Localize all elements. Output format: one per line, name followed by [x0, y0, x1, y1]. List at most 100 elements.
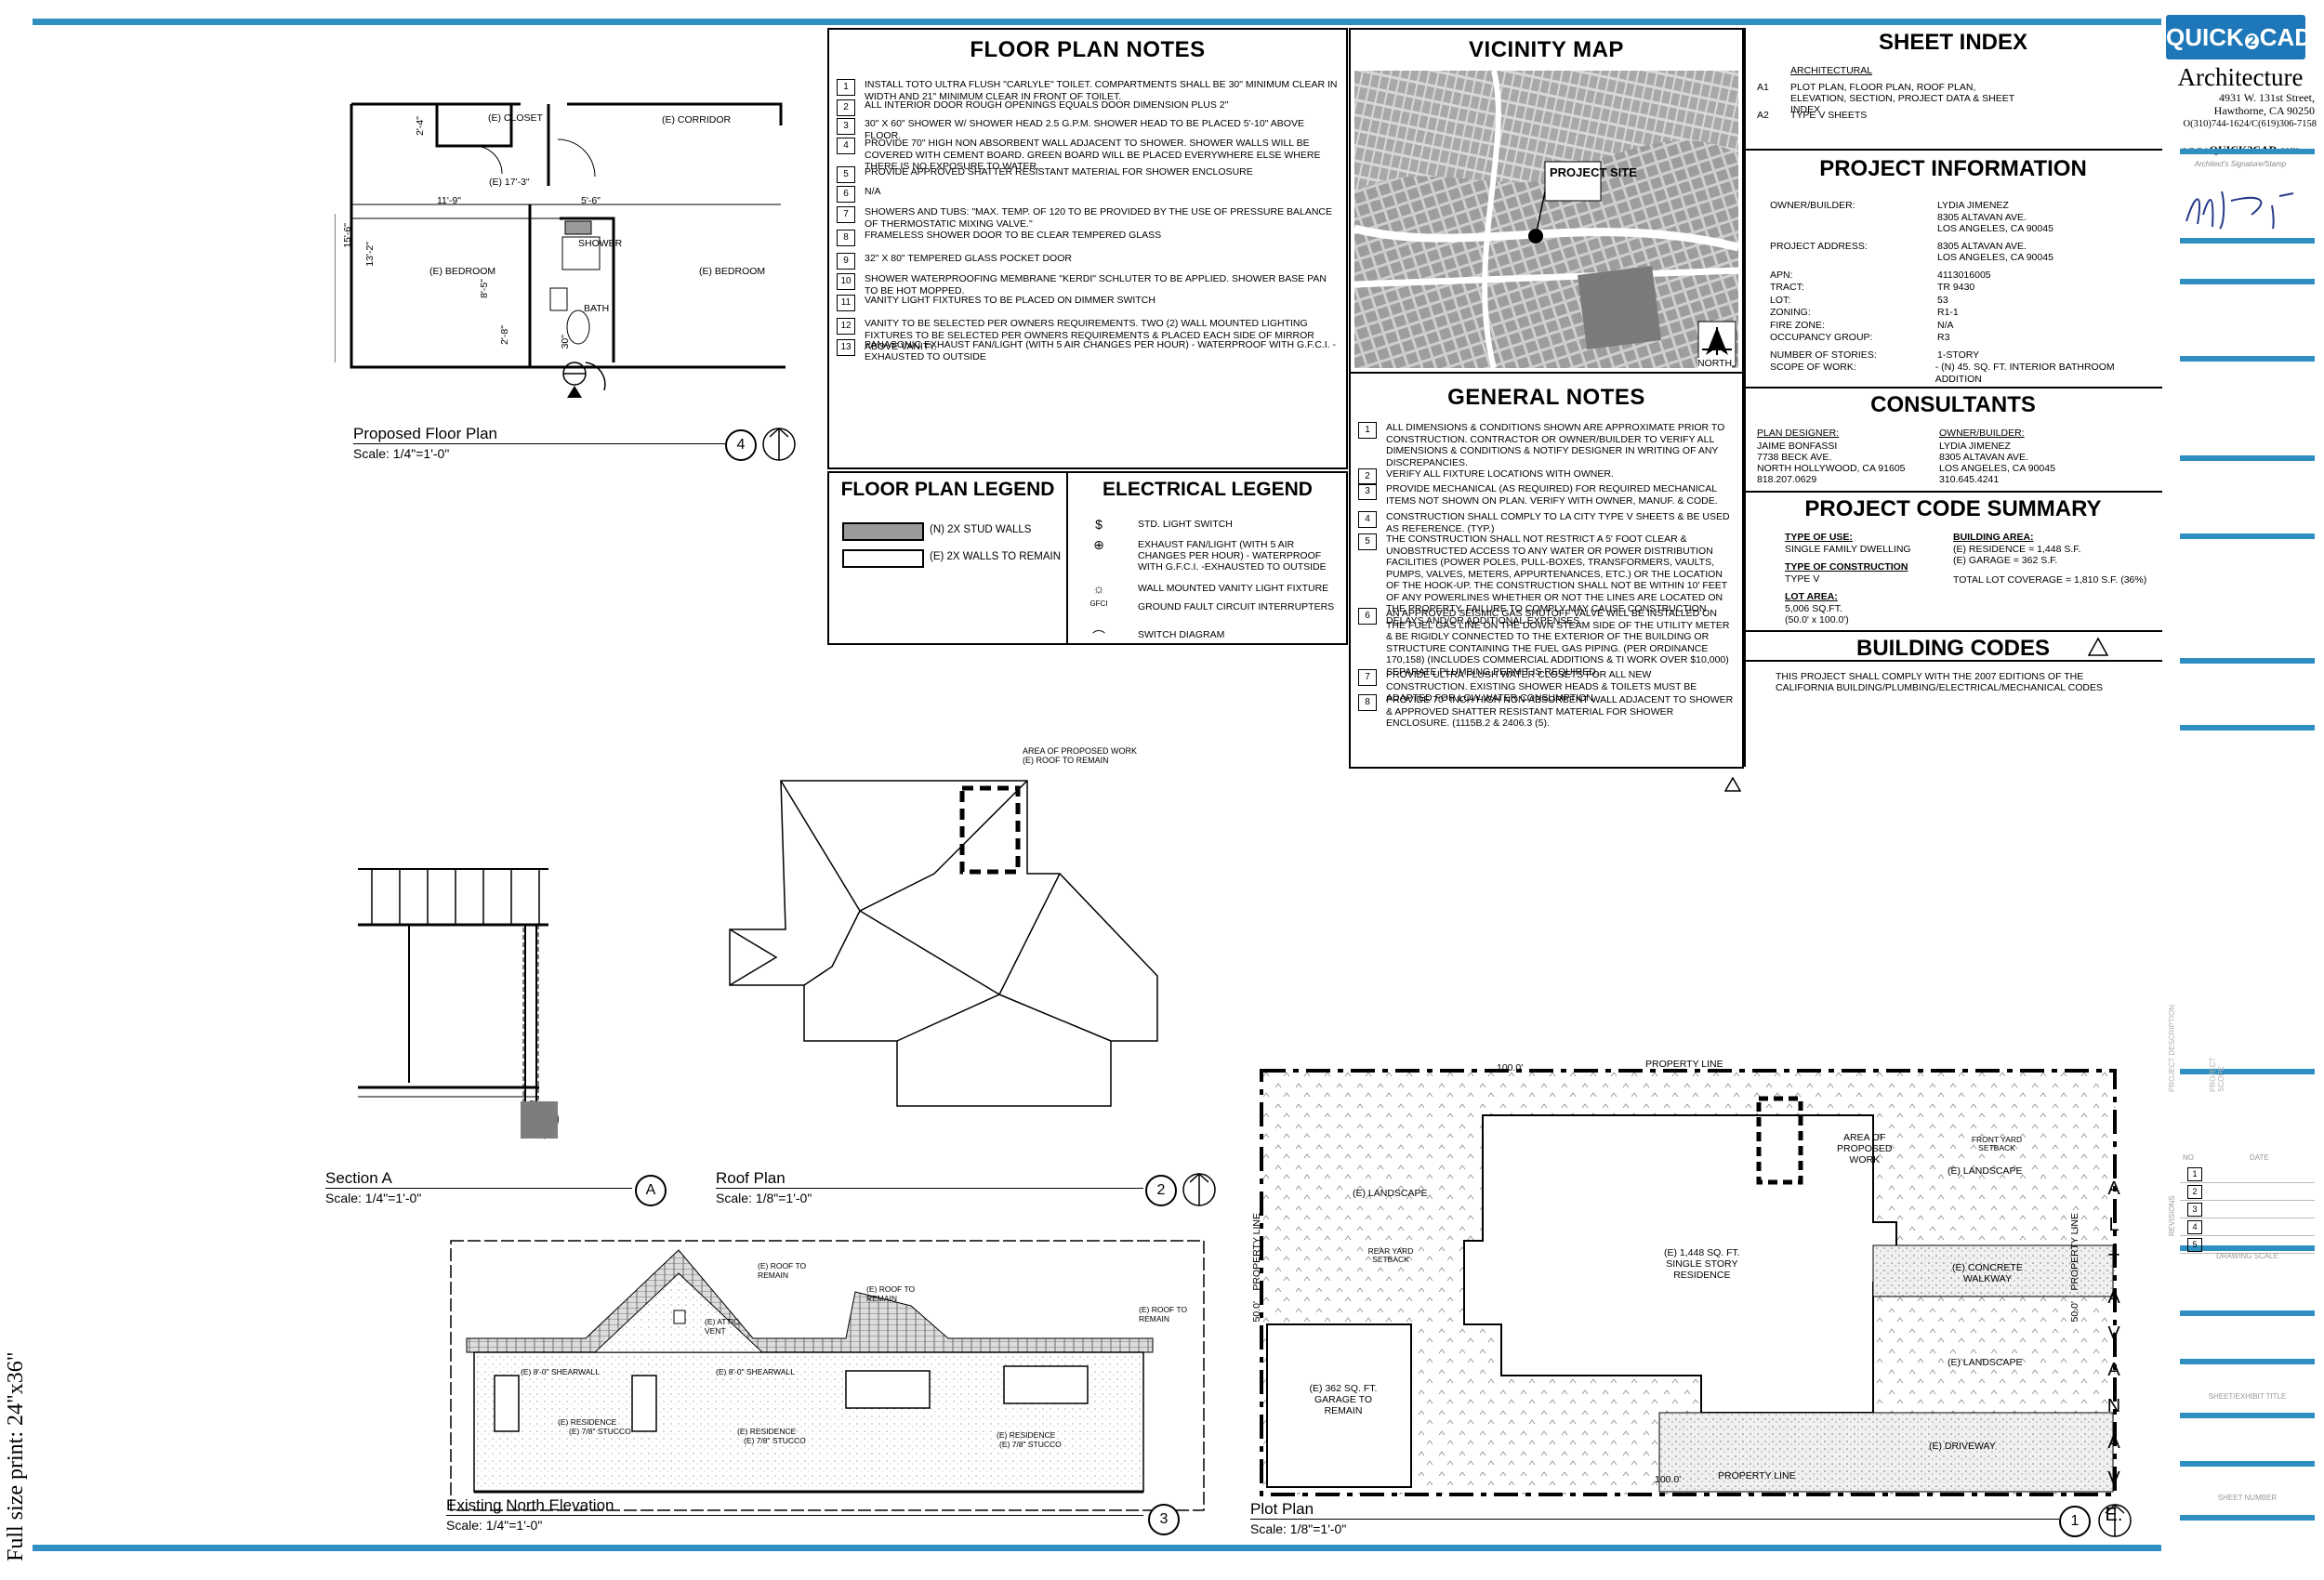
- building-codes-text: THIS PROJECT SHALL COMPLY WITH THE 2007 …: [1776, 671, 2104, 693]
- elev-res2-label: (E) RESIDENCE: [737, 1427, 797, 1436]
- building-codes-title: BUILDING CODES: [1855, 636, 2050, 661]
- sheet-title-label: SHEET/EXHIBIT TITLE: [2208, 1392, 2287, 1401]
- title-stripe-5: [2180, 455, 2315, 461]
- fp-dim-height1: 15'-6": [342, 223, 353, 248]
- note-number: 8: [1358, 694, 1377, 711]
- project-info-row: LOT:53: [1770, 295, 2160, 307]
- revision-row: 3: [2180, 1201, 2315, 1218]
- revisions-label: REVISIONS: [2168, 1195, 2176, 1236]
- floor-plan-note-13: 13 PANASONIC EXHAUST FAN/LIGHT (WITH 5 AI…: [837, 339, 1339, 362]
- electrical-symbol-icon: GFCI: [1089, 599, 1108, 608]
- note-text: PANASONIC EXHAUST FAN/LIGHT (WITH 5 AIR …: [865, 339, 1336, 362]
- sheet-index-category: ARCHITECTURAL: [1790, 65, 1873, 76]
- note-text: THE CONSTRUCTION SHALL NOT RESTRICT A 5'…: [1386, 533, 1728, 626]
- note-text: FRAMELESS SHOWER DOOR TO BE CLEAR TEMPER…: [865, 230, 1162, 241]
- project-info-value: 1-STORY: [1937, 349, 1980, 361]
- project-info-key: LOT:: [1770, 294, 1791, 306]
- section-a-drawing: [358, 868, 559, 1139]
- plan-designer-info: JAIME BONFASSI 7738 BECK AVE. NORTH HOLL…: [1757, 441, 1906, 485]
- elev-shear2-label: (E) 8'-0" SHEARWALL: [716, 1367, 795, 1376]
- roof-plan-scale: Scale: 1/8"=1'-0": [716, 1191, 812, 1205]
- building-area: (E) RESIDENCE = 1,448 S.F. (E) GARAGE = …: [1953, 544, 2081, 566]
- architect-signature: [2185, 191, 2294, 230]
- elev-roof3-label: (E) ROOF TO REMAIN: [1139, 1305, 1188, 1323]
- firm-address-1: 4931 W. 131st Street,: [2218, 91, 2315, 104]
- consultant-owner-info: LYDIA JIMENEZ 8305 ALTAVAN AVE. LOS ANGE…: [1939, 441, 2055, 485]
- general-notes-title: GENERAL NOTES: [1447, 385, 1645, 410]
- fp-dim-right: 5'-6": [581, 195, 601, 206]
- note-text: PROVIDE 70" INCH HIGH NON-ABSORBENT WALL…: [1386, 694, 1734, 729]
- e-wall-label: (E) 2X WALLS TO REMAIN: [930, 551, 1062, 562]
- electrical-legend-label: GROUND FAULT CIRCUIT INTERRUPTERS: [1138, 601, 1335, 612]
- plot-plan-title: Plot Plan: [1250, 1500, 1314, 1518]
- building-codes-delta-icon: [2088, 638, 2108, 656]
- project-info-value: TR 9430: [1937, 282, 1975, 293]
- general-note-3: 3 PROVIDE MECHANICAL (AS REQUIRED) FOR RE…: [1358, 483, 1735, 507]
- note-text: VANITY TO BE SELECTED PER OWNERS REQUIRE…: [865, 318, 1314, 352]
- elevation-title-line: [446, 1515, 1143, 1516]
- plot-plan-north-arrow: [2098, 1503, 2132, 1537]
- revision-row: 4: [2180, 1218, 2315, 1236]
- sheet-index-a2-text: TYPE V SHEETS: [1790, 110, 1868, 121]
- project-info-value: N/A: [1937, 319, 1954, 331]
- sheet-index-a2-num: A2: [1757, 110, 1769, 121]
- fp-closet-label: (E) CLOSET: [488, 112, 543, 124]
- fp-bath-label: BATH: [584, 303, 610, 314]
- project-info-key: PROJECT ADDRESS:: [1770, 240, 1868, 252]
- elevation-title: Existing North Elevation: [446, 1496, 614, 1514]
- note-text: PROVIDE MECHANICAL (AS REQUIRED) FOR REQ…: [1386, 483, 1718, 507]
- signature-caption: Architect's Signature/Stamp: [2194, 160, 2287, 168]
- roof-plan-ref-marker: 2: [1145, 1175, 1177, 1206]
- fp-corridor-label: (E) CORRIDOR: [662, 114, 732, 125]
- type-of-construction-label: TYPE OF CONSTRUCTION: [1785, 561, 1908, 573]
- note-number: 3: [1358, 483, 1377, 500]
- divider-2: [1744, 387, 2162, 388]
- fp-dim-small: 2'-4": [415, 116, 426, 136]
- project-info-value: R3: [1937, 332, 1950, 343]
- note-number: 7: [837, 206, 855, 223]
- firm-name: Architecture: [2177, 63, 2304, 91]
- elev-stucco2-label: (E) 7/8" STUCCO: [744, 1436, 806, 1445]
- fp-shower-label: SHOWER: [578, 238, 623, 249]
- vicinity-north-label: NORTH: [1697, 358, 1733, 369]
- note-text: N/A: [865, 186, 881, 197]
- note-text: 32" X 80" TEMPERED GLASS POCKET DOOR: [865, 253, 1072, 264]
- plot-landscape2: (E) LANDSCAPE: [1948, 1165, 2023, 1177]
- revision-number: 1: [2187, 1167, 2202, 1181]
- consultants-title: CONSULTANTS: [1870, 392, 2036, 417]
- project-description-label: PROJECT DESCRIPTION: [2168, 1004, 2176, 1092]
- title-stripe-2: [2180, 238, 2315, 244]
- plot-driveway: (E) DRIVEWAY: [1929, 1441, 1996, 1452]
- elev-roof1-label: (E) ROOF TO REMAIN: [758, 1261, 807, 1280]
- floor-plan-note-7: 7 SHOWERS AND TUBS: "MAX. TEMP. OF 120 TO…: [837, 206, 1339, 230]
- north-elevation-drawing: [450, 1240, 1205, 1511]
- note-number: 13: [837, 339, 855, 356]
- type-of-construction: TYPE V: [1785, 573, 1820, 585]
- note-number: 12: [837, 318, 855, 335]
- revision-row: 2: [2180, 1183, 2315, 1201]
- note-text: SHOWERS AND TUBS: "MAX. TEMP. OF 120 TO …: [865, 206, 1333, 230]
- floor-plan-ref-marker: 4: [725, 429, 757, 461]
- title-stripe-8: [2180, 725, 2315, 731]
- type-of-use-label: TYPE OF USE:: [1785, 532, 1853, 543]
- note-number: 4: [837, 138, 855, 154]
- note-text: PROVIDE APPROVED SHATTER RESISTANT MATER…: [865, 166, 1253, 178]
- floor-plan-legend: FLOOR PLAN LEGEND (N) 2X STUD WALLS (E) …: [829, 473, 1068, 643]
- title-stripe-14: [2180, 1461, 2315, 1467]
- plan-designer-label: PLAN DESIGNER:: [1757, 428, 1840, 439]
- electrical-legend-label: WALL MOUNTED VANITY LIGHT FIXTURE: [1138, 583, 1329, 594]
- project-info-key: SCOPE OF WORK:: [1770, 362, 1856, 373]
- note-number: 1: [837, 79, 855, 96]
- note-number: 10: [837, 273, 855, 290]
- floor-plan-legend-title: FLOOR PLAN LEGEND: [840, 479, 1055, 500]
- plot-property-line-right: PROPERTY LINE: [2069, 1213, 2080, 1291]
- bottom-border-bar: [33, 1545, 2161, 1551]
- sheet-index-a1-num: A1: [1757, 82, 1769, 93]
- divider-4: [1744, 630, 2162, 632]
- electrical-symbol-icon: ⌒: [1092, 629, 1105, 644]
